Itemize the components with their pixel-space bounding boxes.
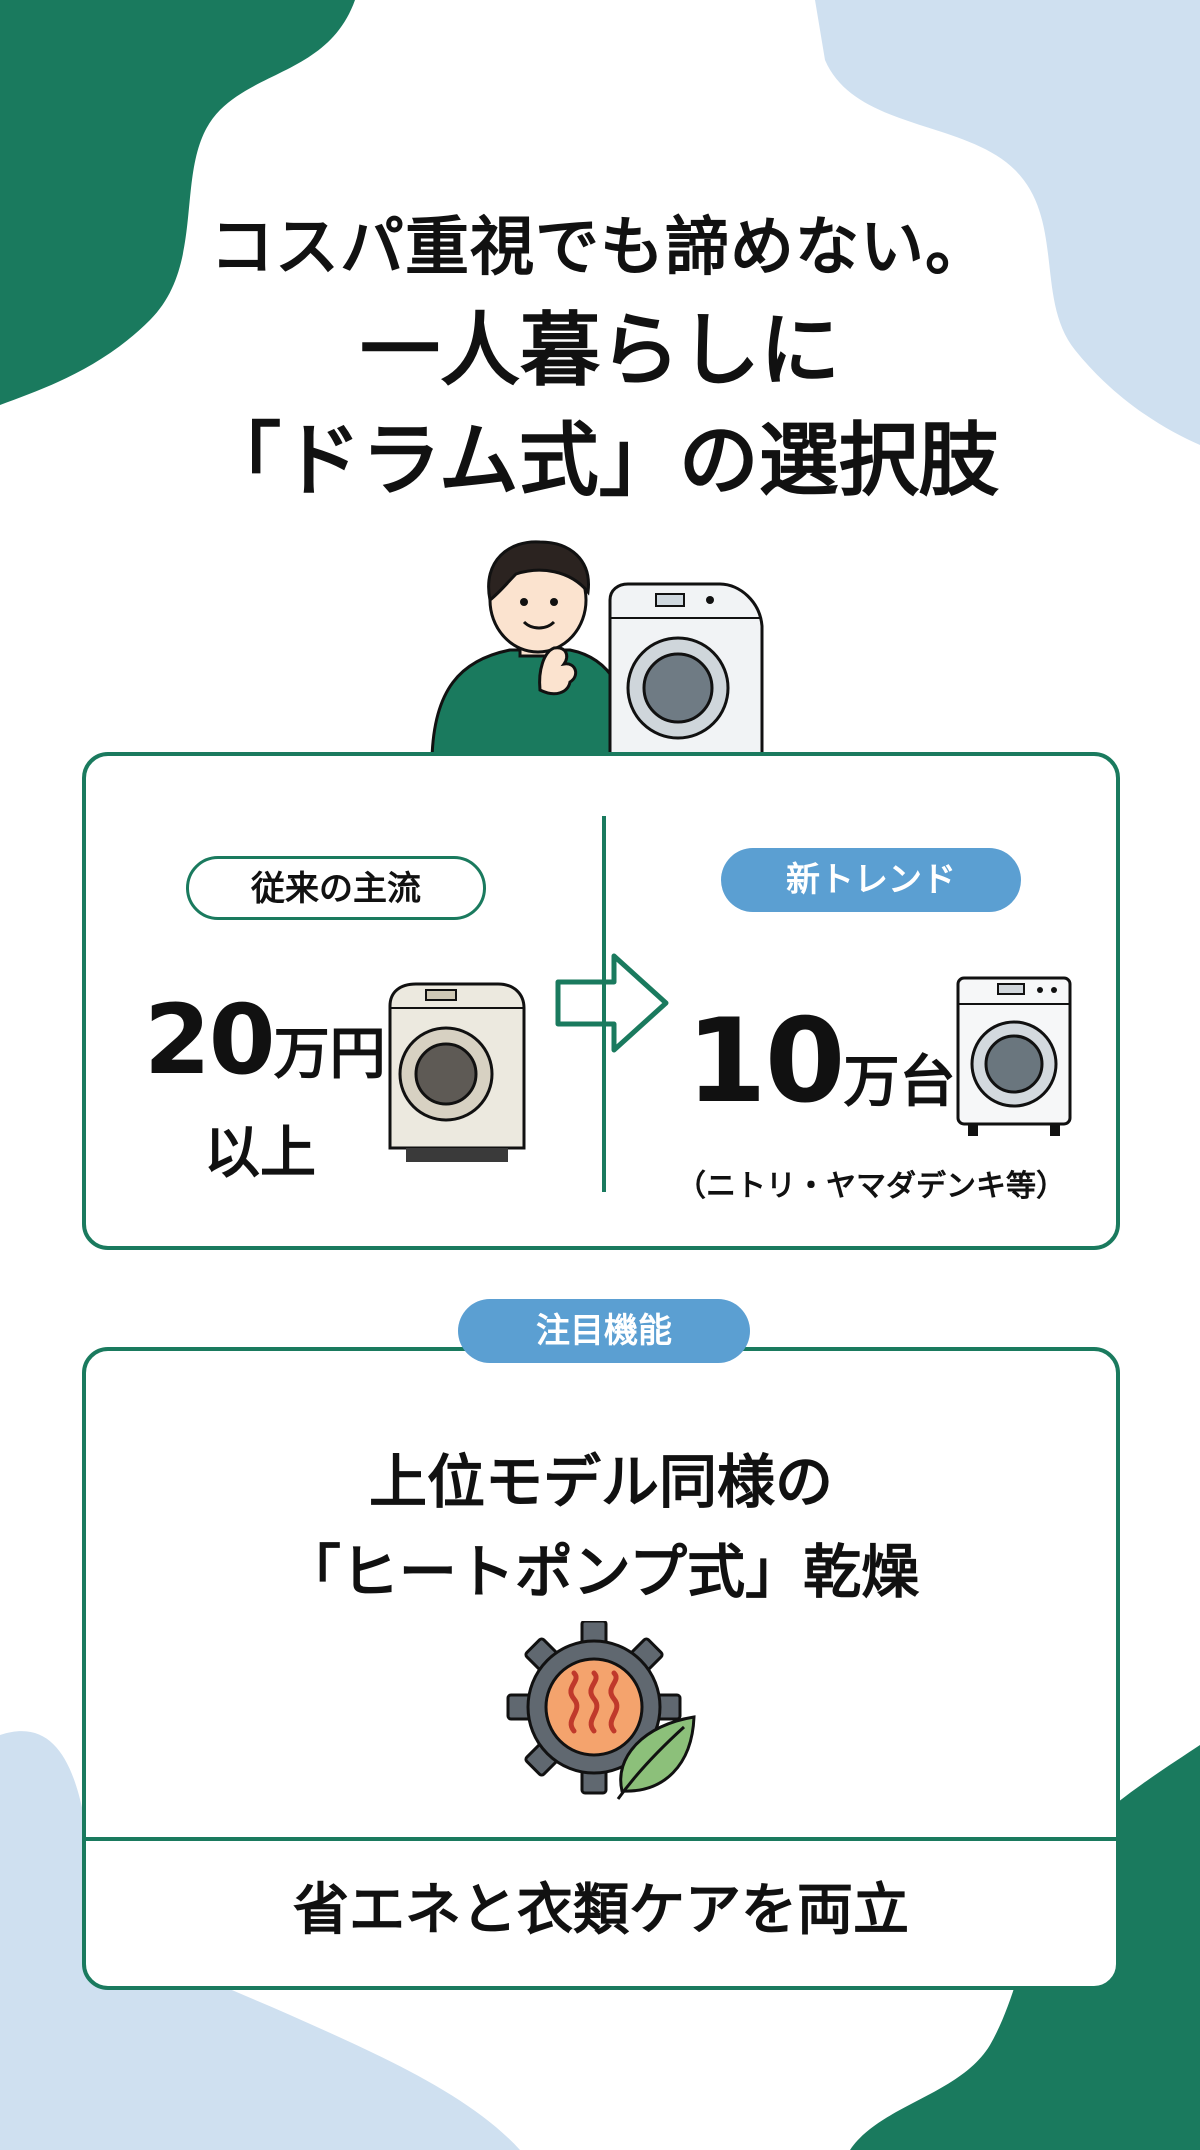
- bg-blob-top-right: [815, 0, 1200, 445]
- washing-machine-icon-new: [956, 976, 1072, 1136]
- new-price: 10万台: [686, 994, 955, 1129]
- old-price-number: 20: [144, 984, 276, 1096]
- comparison-card: 従来の主流 20万円 以上 新トレンド 10万台 （ニトリ・ヤマダデンキ等）: [82, 752, 1120, 1250]
- leaf-icon: [616, 1715, 696, 1800]
- bg-blob-top-left: [0, 0, 355, 405]
- person-thinking-illustration: [430, 540, 764, 758]
- washing-machine-icon: [608, 582, 764, 758]
- washing-machine-icon-old: [388, 982, 526, 1162]
- new-note: （ニトリ・ヤマダデンキ等）: [676, 1169, 1066, 1204]
- comparison-divider: [602, 816, 606, 1192]
- old-price-unit: 万円: [273, 1022, 386, 1087]
- page-title: コスパ重視でも諦めない。 一人暮らしに 「ドラム式」の選択肢: [0, 200, 1200, 516]
- feature-title-line-2: 「ヒートポンプ式」乾燥: [282, 1538, 920, 1606]
- new-price-unit: 万台: [843, 1050, 956, 1115]
- feature-card: 注目機能 上位モデル同様の 「ヒートポンプ式」乾燥: [82, 1299, 1120, 1990]
- title-line-3: 「ドラム式」の選択肢: [201, 414, 999, 507]
- feature-title-line-1: 上位モデル同様の: [368, 1448, 833, 1516]
- old-price: 20万円: [144, 984, 386, 1096]
- old-price-sub: 以上: [204, 1121, 316, 1186]
- old-tag: 従来の主流: [186, 856, 486, 920]
- feature-title: 上位モデル同様の 「ヒートポンプ式」乾燥: [86, 1437, 1116, 1617]
- arrow-right-icon: [555, 953, 669, 1053]
- title-line-2: 一人暮らしに: [360, 304, 840, 397]
- new-price-number: 10: [686, 994, 845, 1129]
- new-tag: 新トレンド: [721, 848, 1021, 912]
- feature-bottom-text: 省エネと衣類ケアを両立: [293, 1878, 909, 1943]
- bg-blob-bottom-left: [0, 1731, 520, 2150]
- feature-separator: [86, 1837, 1116, 1841]
- title-line-1: コスパ重視でも諦めない。: [210, 211, 990, 285]
- feature-tag: 注目機能: [458, 1299, 750, 1363]
- gear-heat-icon: [506, 1621, 696, 1800]
